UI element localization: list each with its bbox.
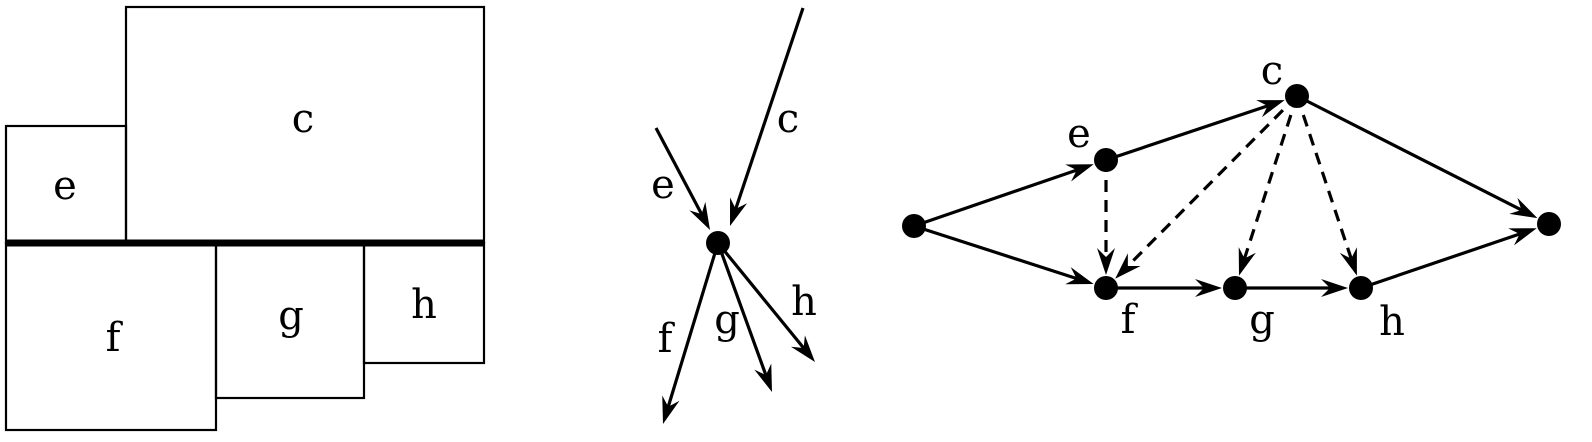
star-arrow-f-line — [666, 242, 720, 408]
node-g — [1223, 276, 1247, 300]
edge-c-g-line — [1243, 95, 1299, 259]
edge-source-f-line — [913, 224, 1077, 280]
star-label-f: f — [658, 316, 676, 362]
edge-f-g-arrowhead — [1195, 279, 1222, 297]
star-arrow-e-line — [654, 127, 703, 215]
star-label-e: e — [651, 162, 675, 208]
edge-c-h-arrowhead — [1339, 247, 1357, 276]
edge-source-e-arrowhead — [1065, 164, 1094, 182]
edge-e-f-arrowhead — [1097, 248, 1115, 275]
star-arrow-g-arrowhead — [754, 363, 772, 392]
edge-c-sink-arrowhead — [1509, 197, 1538, 219]
edge-source-f-arrowhead — [1065, 267, 1094, 285]
graph-label-h: h — [1379, 299, 1405, 345]
rect-label-c: c — [292, 96, 314, 142]
node-f — [1094, 276, 1118, 300]
rect-label-e: e — [53, 163, 77, 209]
star-arrow-e-arrowhead — [689, 201, 710, 230]
edge-c-g-arrowhead — [1238, 247, 1256, 276]
node-c — [1285, 84, 1309, 108]
graph-label-g: g — [1249, 297, 1275, 343]
star-label-c: c — [777, 96, 799, 142]
graph-label-f: f — [1121, 297, 1139, 343]
node-e — [1094, 148, 1118, 172]
star-arrow-h-arrowhead — [790, 335, 815, 362]
star-arrow-h-line — [716, 241, 805, 350]
rect-label-h: h — [411, 282, 437, 328]
edge-e-c-line — [1105, 104, 1269, 162]
star-label-g: g — [714, 297, 740, 343]
star-panel: c e f g h — [651, 7, 817, 424]
star-label-h: h — [791, 279, 817, 325]
node-source — [902, 214, 926, 238]
edge-g-h-arrowhead — [1321, 279, 1348, 297]
star-arrow-f-arrowhead — [662, 395, 680, 424]
star-arrow-c-arrowhead — [730, 197, 748, 226]
star-arrow-g-line — [716, 242, 768, 376]
edge-c-f-line — [1126, 94, 1299, 268]
edge-c-f-arrowhead — [1115, 253, 1141, 279]
node-h — [1349, 276, 1373, 300]
graph-panel: c e f g h — [902, 48, 1561, 345]
edge-h-sink-line — [1360, 232, 1521, 290]
node-sink — [1537, 212, 1561, 236]
edge-c-h-line — [1295, 95, 1353, 260]
edge-e-c-arrowhead — [1256, 100, 1285, 118]
rect-label-f: f — [106, 315, 124, 361]
graph-label-e: e — [1067, 111, 1091, 157]
edge-source-e-line — [913, 168, 1078, 228]
edge-c-sink-line — [1296, 94, 1523, 212]
graph-label-c: c — [1261, 48, 1283, 94]
star-arrow-c-line — [734, 7, 805, 210]
star-center-node — [706, 231, 730, 255]
rectangles-panel: c e f g h — [4, 5, 486, 432]
edge-h-sink-arrowhead — [1508, 228, 1537, 246]
rect-label-g: g — [278, 293, 304, 339]
